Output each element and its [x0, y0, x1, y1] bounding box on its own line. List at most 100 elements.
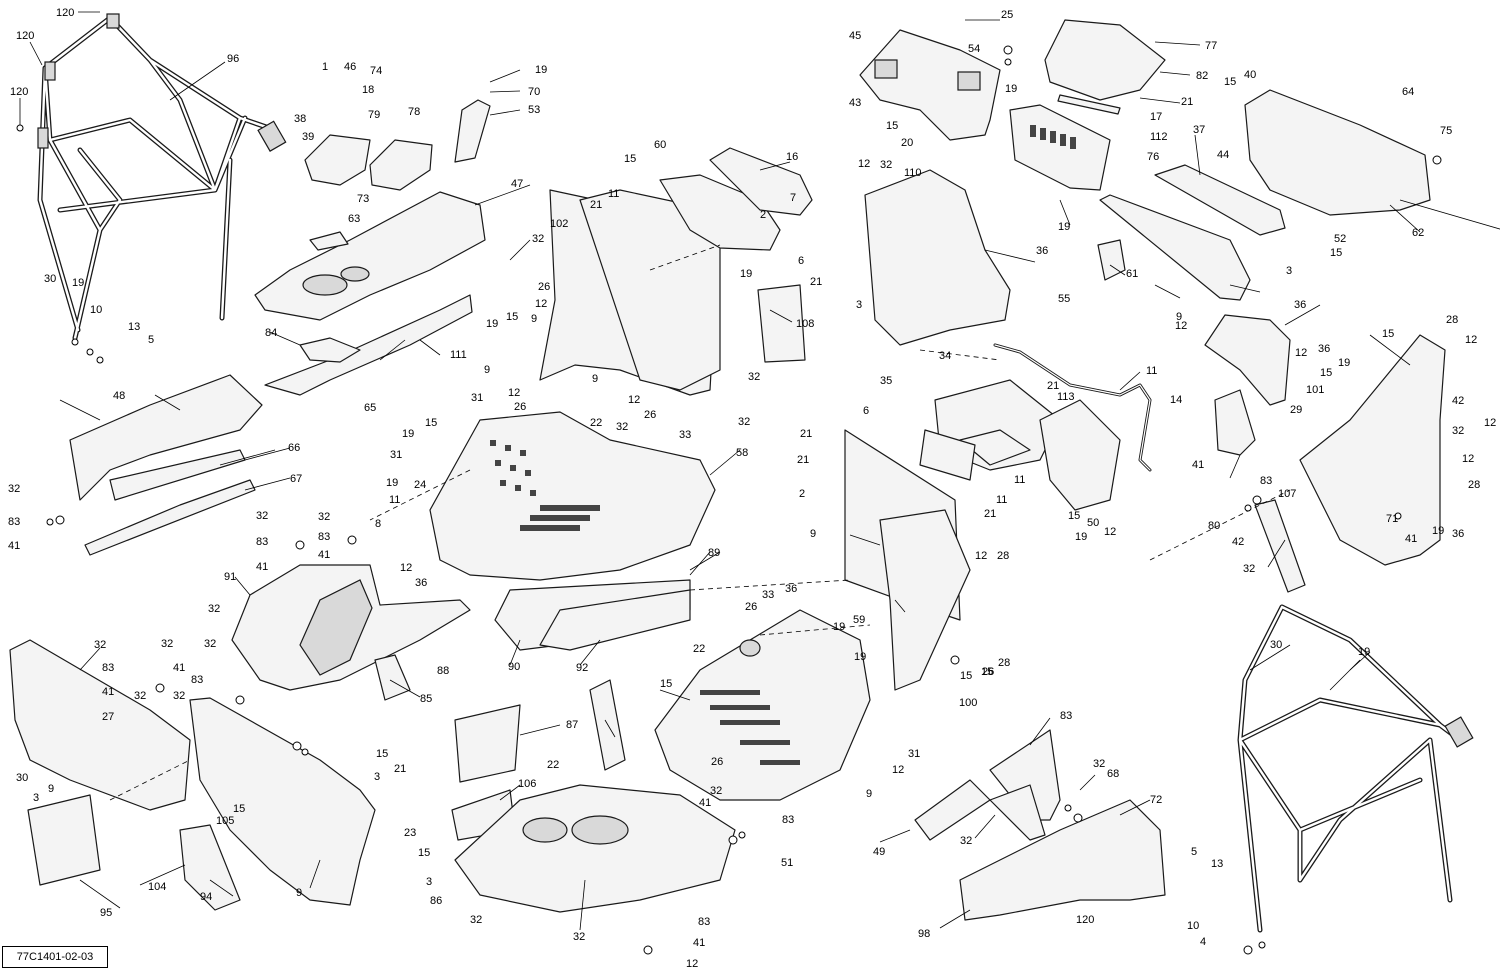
callout: 2	[760, 209, 766, 221]
callout-leaders	[19, 11, 1500, 931]
callout: 32	[134, 690, 146, 702]
callout: 38	[294, 113, 306, 125]
callout: 12	[1484, 417, 1496, 429]
callout: 12	[628, 394, 640, 406]
callout: 21	[797, 454, 809, 466]
callout: 92	[576, 662, 588, 674]
rear-bumper-panels	[9, 639, 376, 911]
callout: 15	[1068, 510, 1080, 522]
callout: 19	[402, 428, 414, 440]
callout: 9	[484, 364, 490, 376]
callout: 15	[1382, 328, 1394, 340]
firewall-panels	[844, 343, 1152, 691]
callout: 31	[908, 748, 920, 760]
callout: 16	[786, 151, 798, 163]
callout: 73	[357, 193, 369, 205]
callout: 12	[535, 298, 547, 310]
callout: 83	[256, 536, 268, 548]
callout: 5	[148, 334, 154, 346]
callout: 33	[679, 429, 691, 441]
callout: 47	[511, 178, 523, 190]
callout: 83	[191, 674, 203, 686]
callout: 19	[1075, 531, 1087, 543]
callout: 42	[1232, 536, 1244, 548]
callout: 68	[1107, 768, 1119, 780]
callout: 70	[528, 86, 540, 98]
callout: 14	[1170, 394, 1182, 406]
callout: 31	[390, 449, 402, 461]
callout: 72	[1150, 794, 1162, 806]
callout: 17	[1150, 111, 1162, 123]
callout: 9	[531, 313, 537, 325]
callout: 112	[1150, 131, 1168, 143]
callout: 15	[233, 803, 245, 815]
callout: 41	[8, 540, 20, 552]
callout: 44	[1217, 149, 1229, 161]
callout: 28	[1468, 479, 1480, 491]
callout: 105	[216, 815, 234, 827]
callout: 12	[508, 387, 520, 399]
callout: 11	[389, 494, 400, 506]
callout: 52	[1334, 233, 1346, 245]
callout: 9	[48, 783, 54, 795]
callout: 32	[748, 371, 760, 383]
callout: 26	[644, 409, 656, 421]
callout: 6	[798, 255, 804, 267]
callout: 12	[400, 562, 412, 574]
callout: 62	[1412, 227, 1424, 239]
callout: 19	[72, 277, 84, 289]
callout: 28	[1446, 314, 1458, 326]
callout: 66	[288, 442, 300, 454]
callout: 26	[745, 601, 757, 613]
callout: 19	[1358, 646, 1370, 658]
callout: 32	[1452, 425, 1464, 437]
callout: 10	[90, 304, 102, 316]
callout: 15	[425, 417, 437, 429]
callout: 26	[514, 401, 526, 413]
callout: 15	[1224, 76, 1236, 88]
callout: 3	[426, 876, 432, 888]
center-floor-parts	[429, 147, 871, 913]
callout: 41	[173, 662, 185, 674]
callout: 19	[740, 268, 752, 280]
callout: 83	[8, 516, 20, 528]
callout: 11	[1014, 474, 1025, 486]
callout: 88	[437, 665, 449, 677]
callout: 48	[113, 390, 125, 402]
callout: 43	[849, 97, 861, 109]
callout: 78	[408, 106, 420, 118]
callout: 91	[224, 571, 236, 583]
callout: 120	[10, 86, 28, 98]
callout: 32	[318, 511, 330, 523]
callout: 75	[1440, 125, 1452, 137]
callout: 79	[368, 109, 380, 121]
callout: 22	[590, 417, 602, 429]
callout: 12	[1295, 347, 1307, 359]
callout: 41	[102, 686, 114, 698]
callout: 3	[33, 792, 39, 804]
callout: 86	[430, 895, 442, 907]
callout: 15	[376, 748, 388, 760]
callout: 85	[420, 693, 432, 705]
callout: 12	[1462, 453, 1474, 465]
callout: 31	[471, 392, 483, 404]
callout: 60	[654, 139, 666, 151]
callout: 32	[880, 159, 892, 171]
callout: 84	[265, 327, 277, 339]
callout: 2	[799, 488, 805, 500]
callout: 3	[374, 771, 380, 783]
callout: 19	[535, 64, 547, 76]
callout: 26	[982, 666, 994, 678]
callout: 82	[1196, 70, 1208, 82]
callout: 19	[1058, 221, 1070, 233]
callout: 15	[960, 670, 972, 682]
callout: 26	[538, 281, 550, 293]
callout: 106	[518, 778, 536, 790]
callout: 32	[161, 638, 173, 650]
left-side-panels	[69, 374, 471, 701]
callout: 19	[1338, 357, 1350, 369]
callout: 32	[1093, 758, 1105, 770]
callout: 58	[736, 447, 748, 459]
callout: 32	[960, 835, 972, 847]
